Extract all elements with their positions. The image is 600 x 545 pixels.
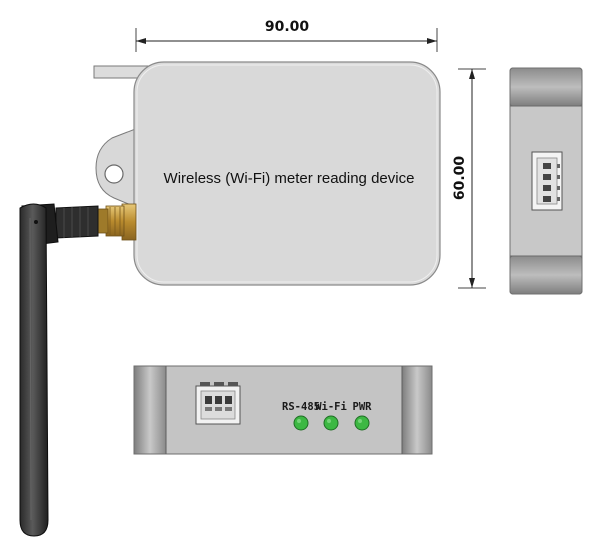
antenna-connector: [95, 203, 137, 241]
led-indicator-pwr: PWR: [353, 401, 373, 431]
width-dimension: 90.00: [135, 19, 438, 52]
led-label-wifi: Wi-Fi: [315, 401, 347, 413]
device-top-view: Wireless (Wi-Fi) meter reading device: [93, 61, 441, 286]
led-indicator-rs485: RS-485: [282, 401, 320, 431]
device-front-view: RS-485 Wi-Fi PWR: [133, 365, 433, 455]
device-title: Wireless (Wi-Fi) meter reading device: [164, 170, 415, 187]
mounting-hole: [104, 164, 124, 184]
front-terminal-connector: [195, 382, 241, 425]
antenna: [19, 203, 99, 537]
height-dimension: 60.00: [452, 68, 486, 289]
led-wifi: [323, 415, 339, 431]
side-terminal-connector: [531, 151, 563, 211]
housing-plate: [133, 61, 441, 286]
led-rs485: [293, 415, 309, 431]
led-pwr: [354, 415, 370, 431]
height-dimension-label: 60.00: [452, 156, 468, 201]
led-label-rs485: RS-485: [282, 401, 320, 413]
width-dimension-label: 90.00: [265, 19, 310, 35]
led-indicator-wifi: Wi-Fi: [315, 401, 347, 431]
led-label-pwr: PWR: [353, 401, 373, 413]
device-side-view: [509, 67, 583, 295]
